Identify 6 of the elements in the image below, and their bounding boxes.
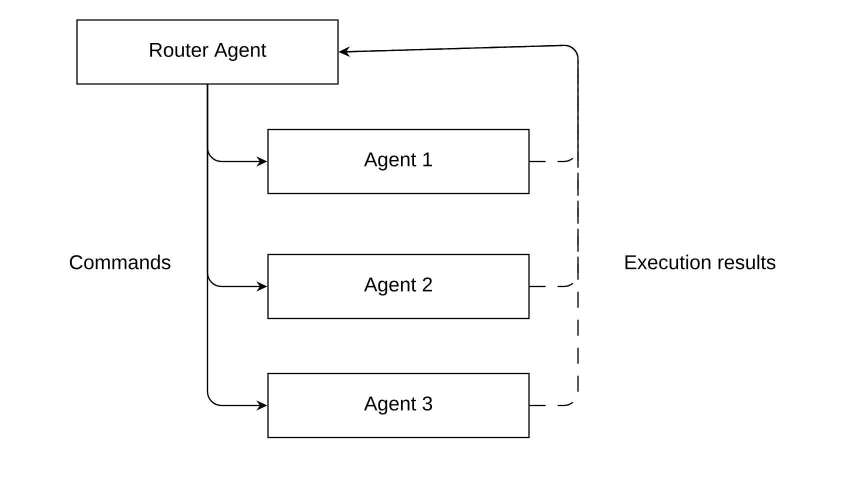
agent-box: Router Agent (76, 19, 339, 85)
agent-box: Agent 3 (267, 372, 530, 438)
side-label: Execution results (626, 254, 776, 270)
agent-box: Agent 2 (267, 254, 530, 320)
side-label: Commands (70, 254, 170, 270)
agent-box: Agent 1 (267, 128, 530, 194)
